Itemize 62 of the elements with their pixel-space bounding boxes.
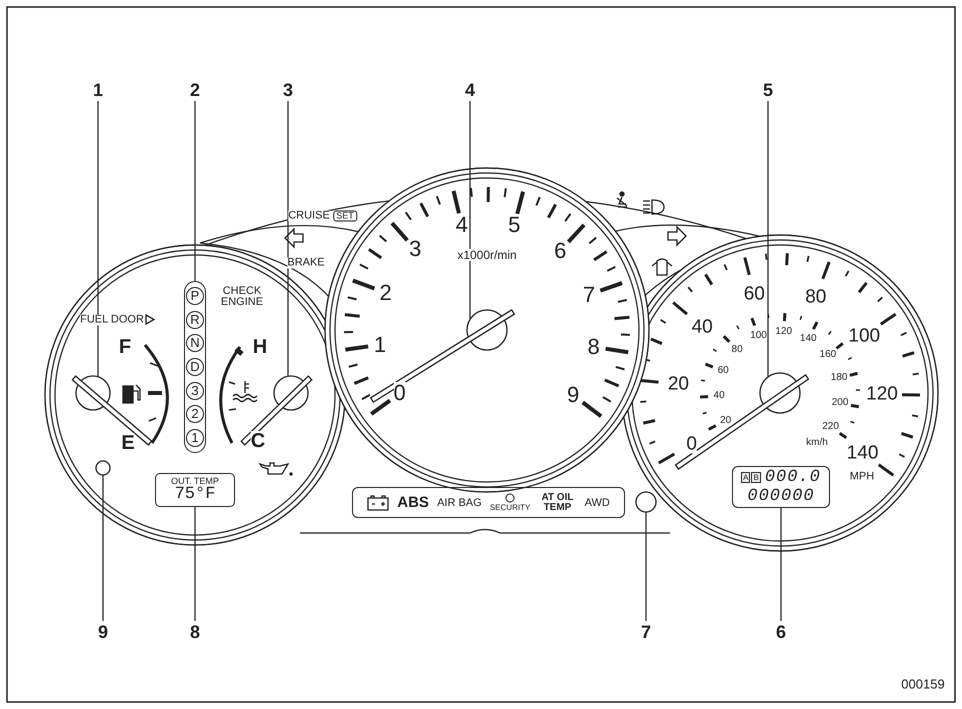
leader-line xyxy=(287,101,289,376)
indicator-text: BRAKE xyxy=(287,258,325,268)
gear-position-text: P xyxy=(186,286,204,305)
gear-position-text: 3 xyxy=(186,382,204,400)
trip-selector-text: B xyxy=(751,472,761,483)
leader-line xyxy=(645,512,647,621)
speed-number: 220 xyxy=(822,422,839,432)
indicator-text: SECURITY xyxy=(490,503,530,512)
indicator-text: CRUISE xyxy=(288,210,330,222)
unit-label: MPH xyxy=(850,472,874,482)
speed-number: 200 xyxy=(832,398,848,408)
odometer-digits: 000.0 xyxy=(764,468,821,486)
speed-number: 20 xyxy=(720,416,732,426)
callout-number: 2 xyxy=(190,81,200,99)
odometer-display xyxy=(732,466,830,508)
callout-number: 8 xyxy=(190,623,200,641)
speed-number: 60 xyxy=(718,366,729,376)
outside-temperature-display xyxy=(155,473,235,507)
temperature-reading: 75°F xyxy=(174,486,216,504)
leader-line xyxy=(767,101,769,377)
display-caption: OUT. TEMP xyxy=(171,476,219,486)
indicator-text: AT OIL TEMP xyxy=(540,492,574,512)
leader-line xyxy=(194,507,196,621)
speed-number: 40 xyxy=(714,391,725,402)
speed-number: 120 xyxy=(775,327,792,338)
leader-line xyxy=(97,101,99,377)
callout-number: 9 xyxy=(98,623,108,641)
indicator-text: SET xyxy=(333,210,357,222)
unit-label: km/h xyxy=(806,438,828,448)
indicator-text: AWD xyxy=(584,496,610,508)
leader-line xyxy=(469,101,471,320)
odometer-digits: 000000 xyxy=(746,488,816,506)
unit-label: x1000r/min xyxy=(457,249,517,261)
trip-selector-text: A xyxy=(741,472,750,483)
callout-number: 7 xyxy=(641,623,651,641)
speed-number: 0 xyxy=(686,434,697,454)
callout-number: 1 xyxy=(93,81,103,99)
leader-line xyxy=(194,101,196,281)
gear-position-text: 2 xyxy=(186,405,204,424)
speed-number: 140 xyxy=(800,334,817,344)
callout-number: 6 xyxy=(776,623,786,641)
knob xyxy=(635,491,657,513)
indicator-text: FUEL DOOR xyxy=(80,314,144,326)
callout-number: 5 xyxy=(763,81,773,99)
indicator-text: AIR BAG xyxy=(437,496,482,508)
leader-line xyxy=(102,475,104,621)
indicator-text: CHECK ENGINE xyxy=(220,286,264,308)
gear-position-text: N xyxy=(186,334,204,352)
callout-number: 4 xyxy=(465,81,475,99)
gear-position-text: D xyxy=(186,358,204,376)
speed-number: 80 xyxy=(732,344,743,355)
indicator-text: ABS xyxy=(397,494,429,511)
callout-number: 3 xyxy=(283,81,293,99)
warning-light-panel xyxy=(352,487,625,518)
speed-number: 180 xyxy=(830,373,848,384)
speed-number: 160 xyxy=(820,350,836,360)
knob xyxy=(95,460,111,476)
gear-indicator-strip xyxy=(184,281,206,453)
gear-position-text: R xyxy=(186,310,204,329)
leader-line xyxy=(780,508,782,621)
gear-position-text: 1 xyxy=(186,429,204,448)
figure-number: 000159 xyxy=(901,678,945,690)
